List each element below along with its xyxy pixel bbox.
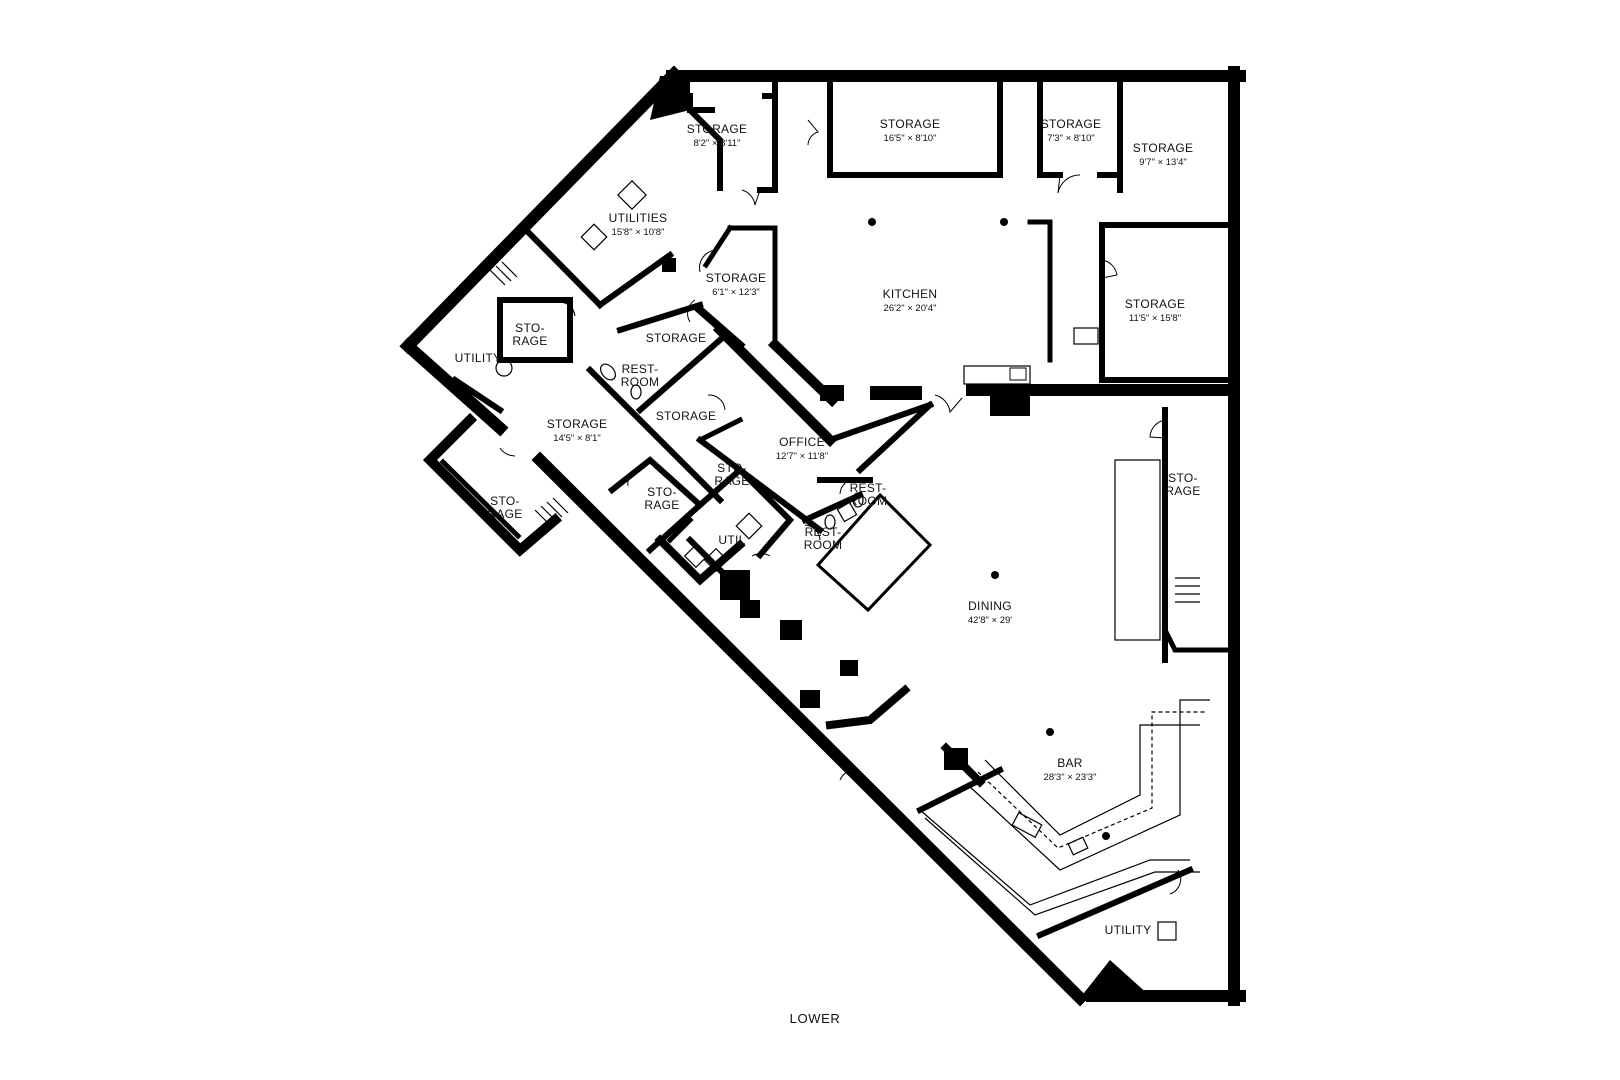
storage-h-name: STORAGE	[656, 409, 717, 423]
kitchen-name: KITCHEN	[883, 287, 938, 301]
storage-small-5-line2: RAGE	[1165, 484, 1200, 498]
storage-a-name: STORAGE	[687, 122, 748, 136]
storage-a-dims: 8'2" × 8'11"	[694, 138, 741, 149]
restroom-2-line2: ROOM	[849, 494, 888, 508]
storage-f-name: STORAGE	[706, 271, 767, 285]
storage-small-4-line2: RAGE	[487, 507, 522, 521]
storage-d-name: STORAGE	[1133, 141, 1194, 155]
restroom-1-line2: ROOM	[621, 375, 660, 389]
storage-i-name: STORAGE	[547, 417, 608, 431]
office-dims: 12'7" × 11'8"	[776, 451, 828, 462]
storage-small-2-line2: RAGE	[714, 474, 749, 488]
utility-bottom-name: UTILITY	[1105, 923, 1152, 937]
storage-b-name: STORAGE	[880, 117, 941, 131]
bar-dims: 28'3" × 23'3"	[1044, 772, 1097, 783]
storage-c-dims: 7'3" × 8'10"	[1047, 133, 1095, 144]
restroom-3-line2: ROOM	[804, 538, 843, 552]
kitchen-dims: 26'2" × 20'4"	[884, 303, 937, 314]
storage-d-dims: 9'7" × 13'4"	[1139, 157, 1187, 168]
restroom-1-line1: REST-	[622, 362, 659, 376]
restroom-2-line1: REST-	[850, 481, 887, 495]
storage-small-1-line2: RAGE	[512, 334, 547, 348]
storage-small-1-line1: STO-	[515, 321, 545, 335]
stairs-upper	[489, 261, 518, 286]
fixtures	[489, 119, 1200, 941]
storage-b-dims: 16'5" × 8'10"	[884, 133, 937, 144]
storage-e-dims: 11'5" × 15'8"	[1129, 313, 1181, 324]
util-name: UTIL	[718, 533, 745, 547]
utilities-dims: 15'8" × 10'8"	[612, 227, 665, 238]
storage-small-5-line1: STO-	[1168, 471, 1198, 485]
dining-name: DINING	[968, 599, 1012, 613]
interior-walls	[422, 77, 1236, 939]
dining-dims: 42'8" × 29'	[968, 615, 1012, 626]
storage-f-dims: 6'1" × 12'3"	[712, 287, 760, 298]
storage-g-name: STORAGE	[646, 331, 707, 345]
room-labels: STORAGE 8'2" × 8'11" STORAGE 16'5" × 8'1…	[455, 117, 1201, 937]
utility-left-name: UTILITY	[455, 351, 502, 365]
storage-small-3-line2: RAGE	[644, 498, 679, 512]
office-name: OFFICE	[779, 435, 825, 449]
storage-e-name: STORAGE	[1125, 297, 1186, 311]
storage-small-2-line1: STO-	[717, 461, 747, 475]
floor-label: LOWER	[790, 1011, 841, 1026]
stairs-right	[1175, 577, 1200, 603]
restroom-3-line1: REST-	[805, 525, 842, 539]
storage-c-name: STORAGE	[1041, 117, 1102, 131]
storage-small-4-line1: STO-	[490, 494, 520, 508]
utilities-name: UTILITIES	[609, 211, 668, 225]
bar-name: BAR	[1057, 756, 1083, 770]
storage-i-dims: 14'5" × 8'1"	[553, 433, 601, 444]
storage-small-3-line1: STO-	[647, 485, 677, 499]
stairs-lower	[534, 497, 569, 526]
